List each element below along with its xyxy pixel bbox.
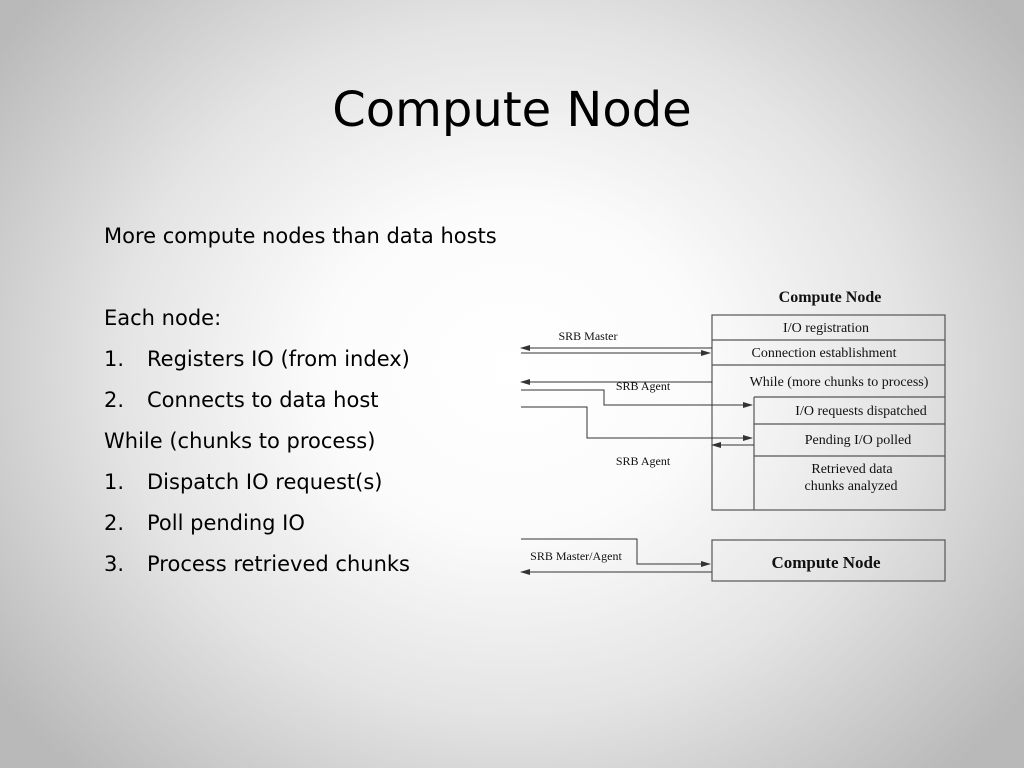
row-chunks-analyzed: chunks analyzed [805, 479, 898, 494]
legend-compute-node-label: Compute Node [771, 553, 881, 572]
list-item-text: Dispatch IO request(s) [147, 470, 383, 494]
list-item-text: Process retrieved chunks [147, 552, 410, 576]
row-io-registration: I/O registration [783, 321, 869, 336]
list-item-text: Registers IO (from index) [147, 347, 410, 371]
row-while-loop: While (more chunks to process) [750, 375, 929, 390]
row-pending-io-polled: Pending I/O polled [805, 433, 912, 448]
row-connection-establishment: Connection establishment [751, 346, 896, 361]
arrow-from-srb-agent [521, 389, 753, 408]
list-number: 1. [104, 347, 125, 371]
compute-node-box [711, 314, 946, 511]
list-item: 3. Process retrieved chunks [104, 548, 504, 581]
list-item: 2. Connects to data host [104, 384, 504, 417]
slide-title: Compute Node [332, 82, 692, 138]
row-retrieved-data: Retrieved data [811, 462, 893, 477]
list-item: 1. Registers IO (from index) [104, 343, 504, 376]
row-io-requests-dispatched: I/O requests dispatched [795, 404, 926, 419]
list-item-text: Poll pending IO [147, 511, 305, 535]
compute-node-diagram: Compute Node I/O registration Connection… [520, 289, 946, 582]
label-srb-agent: SRB Agent [616, 454, 671, 468]
intro-text: More compute nodes than data hosts [104, 224, 497, 248]
list-number: 3. [104, 552, 125, 576]
diagram-title: Compute Node [779, 289, 882, 306]
each-node-label: Each node: [104, 306, 222, 330]
label-srb-master-agent: SRB Master/Agent [530, 549, 622, 563]
label-srb-master: SRB Master [558, 329, 617, 343]
list-number: 1. [104, 470, 125, 494]
label-srb-agent: SRB Agent [616, 379, 671, 393]
list-item-text: Connects to data host [147, 388, 379, 412]
list-item: 1. Dispatch IO request(s) [104, 466, 504, 499]
list-item: 2. Poll pending IO [104, 507, 504, 540]
arrow-legend-to-node [521, 538, 711, 567]
legend-compute-node-box [711, 539, 946, 582]
bullet-list: More compute nodes than data hosts Each … [104, 220, 504, 581]
list-number: 2. [104, 511, 125, 535]
list-number: 2. [104, 388, 125, 412]
arrow-srb-agent-poll [521, 406, 753, 441]
spacer [104, 253, 504, 302]
while-label: While (chunks to process) [104, 429, 376, 453]
